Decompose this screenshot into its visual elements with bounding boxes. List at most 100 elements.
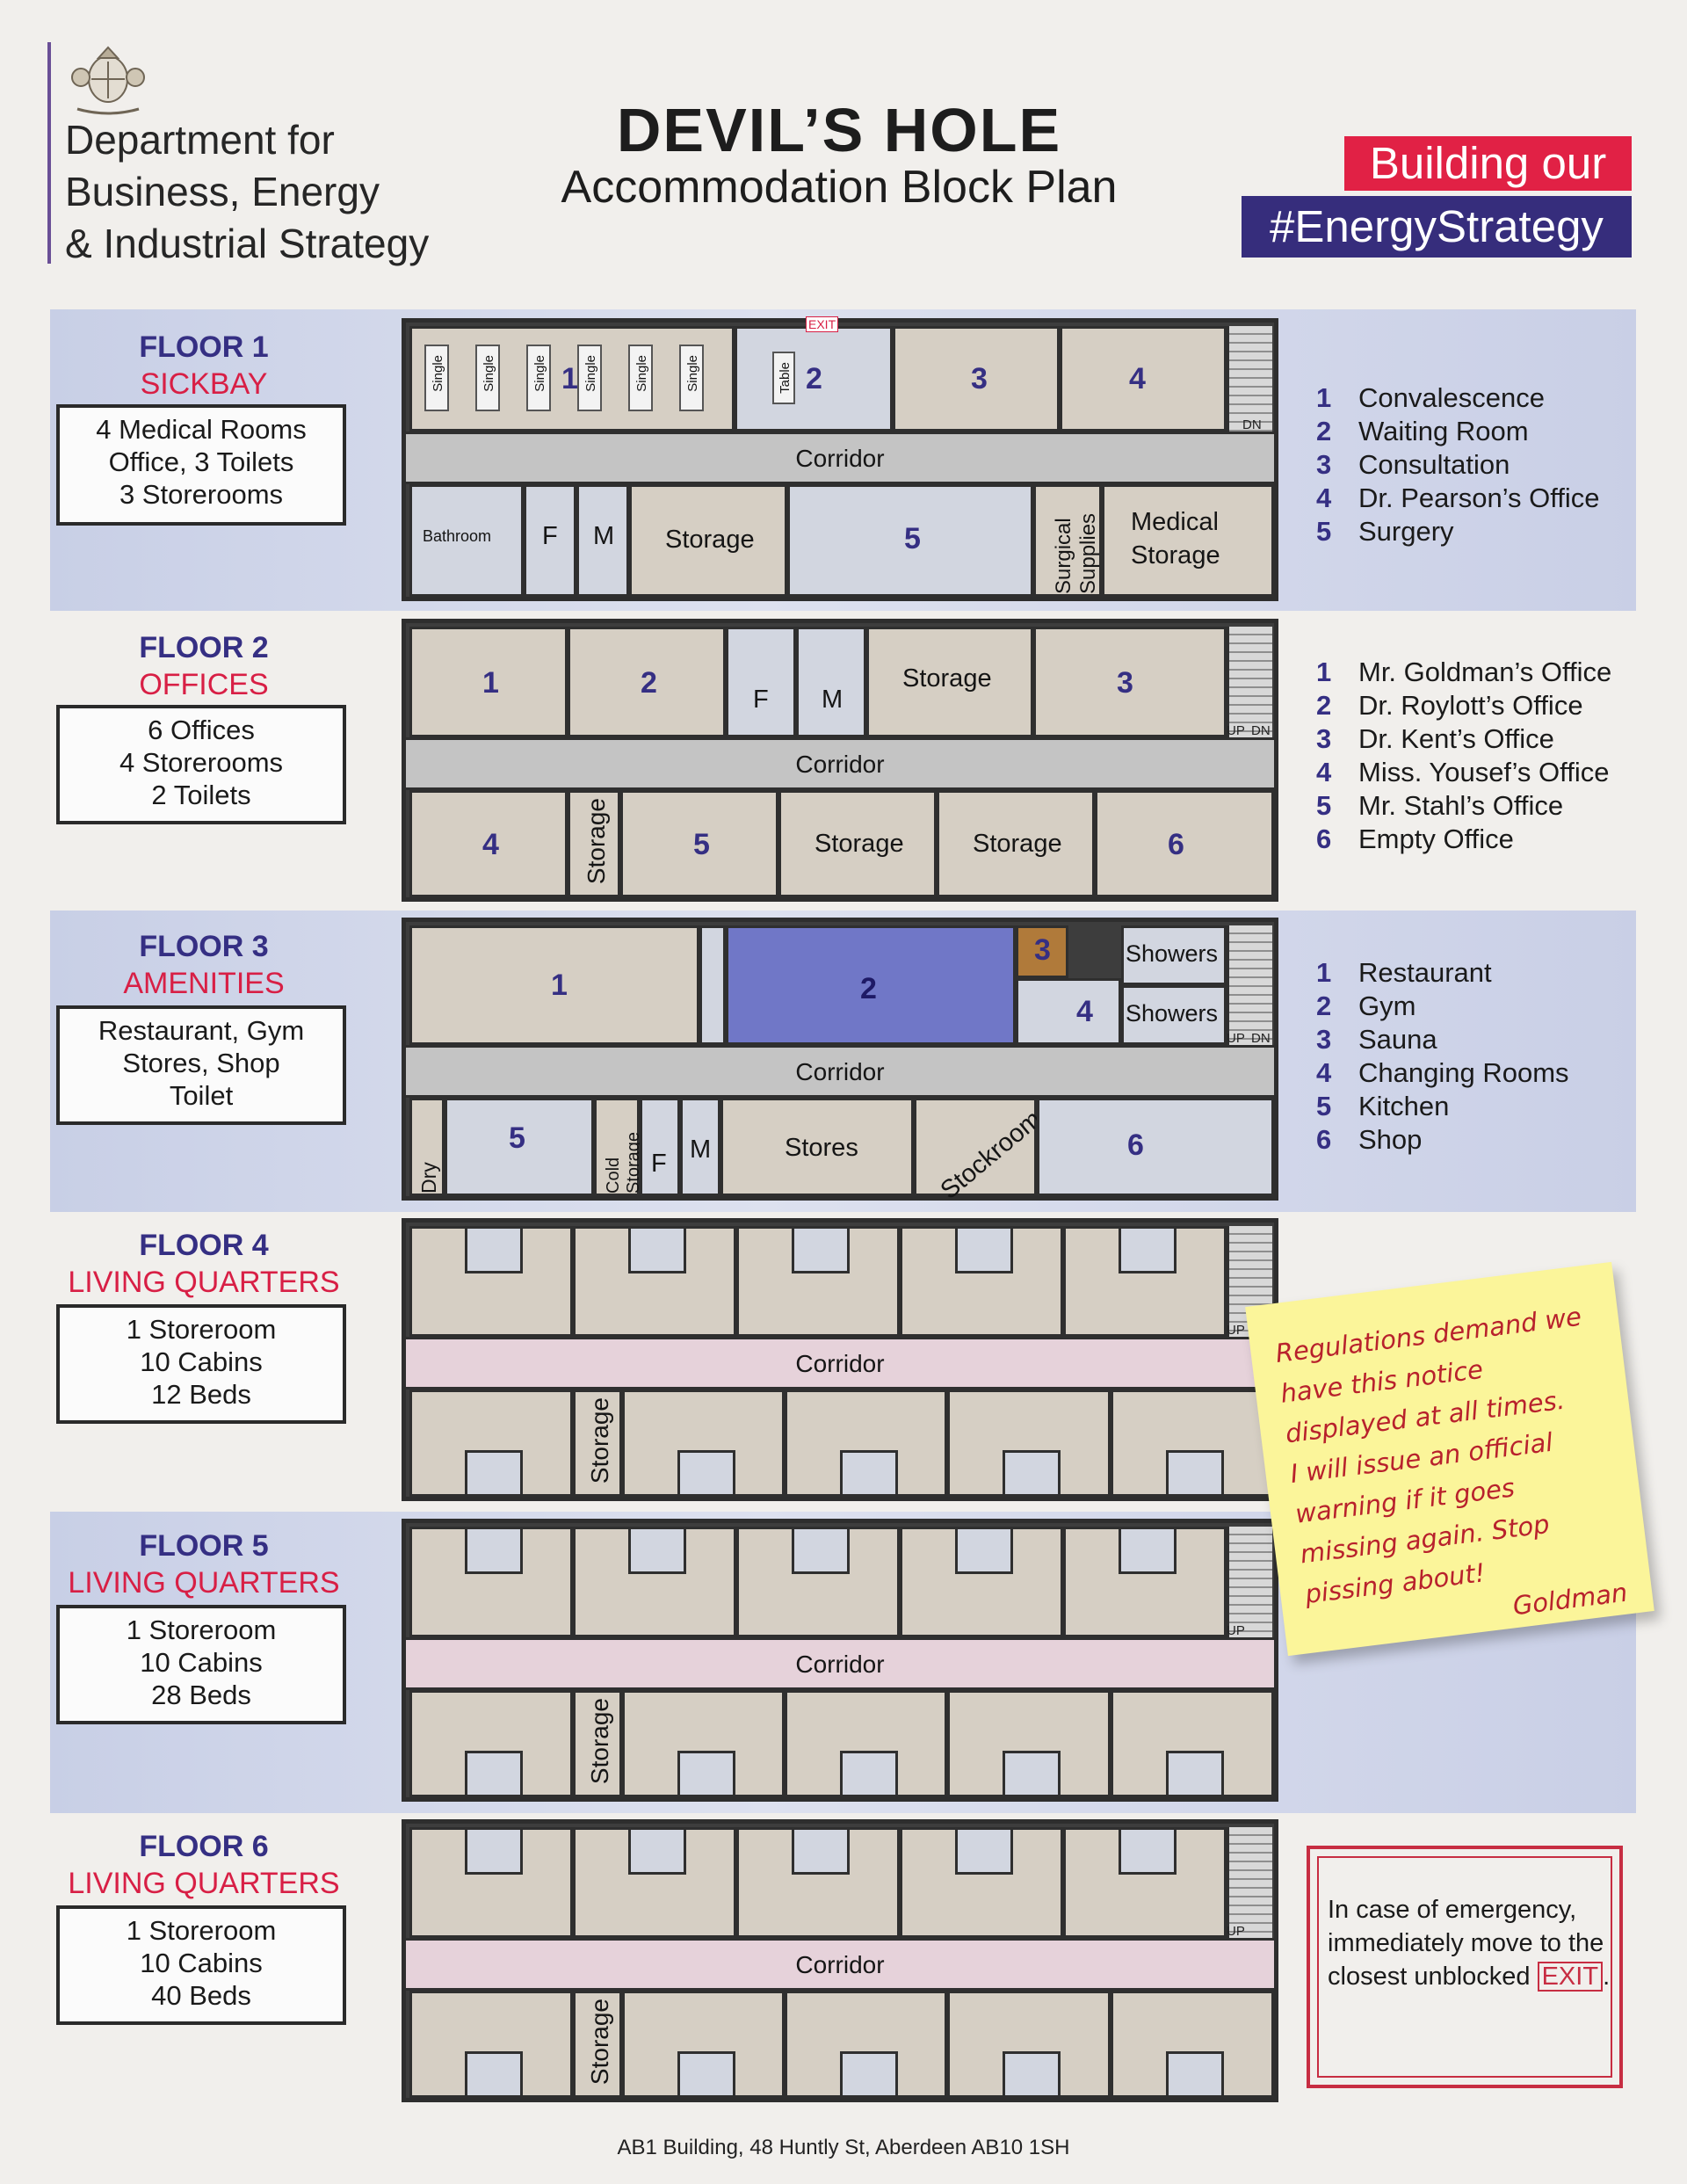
legend-label: Waiting Room bbox=[1358, 416, 1529, 446]
room-bathroom: Bathroom bbox=[409, 484, 524, 597]
legend-label: Mr. Goldman’s Office bbox=[1358, 657, 1612, 687]
legend-label: Mr. Stahl’s Office bbox=[1358, 790, 1564, 821]
room-label: Medical bbox=[1131, 508, 1219, 536]
toilet-female: F bbox=[640, 1098, 680, 1196]
summary-line: 3 Storerooms bbox=[119, 479, 284, 510]
summary-line: 1 Storeroom bbox=[126, 1314, 277, 1345]
room-gym: 2 bbox=[726, 925, 1016, 1045]
royal-crest-icon bbox=[71, 46, 145, 115]
floor-1-name: SICKBAY bbox=[140, 367, 268, 401]
emergency-notice-inner-border bbox=[1317, 1856, 1612, 2078]
legend-number: 6 bbox=[1316, 824, 1332, 854]
summary-line: 1 Storeroom bbox=[126, 1915, 277, 1946]
room-label: F bbox=[753, 686, 769, 714]
stores-room: Stores bbox=[720, 1098, 914, 1196]
room-number: 2 bbox=[860, 972, 877, 1005]
cabin bbox=[947, 1389, 1111, 1497]
summary-line: 12 Beds bbox=[151, 1379, 251, 1410]
stairs-down-label: DN bbox=[1251, 723, 1271, 738]
building-address: AB1 Building, 48 Huntly St, Aberdeen AB1… bbox=[617, 2136, 1070, 2159]
summary-line: Restaurant, Gym bbox=[98, 1015, 305, 1046]
toilet-male: M bbox=[576, 484, 629, 597]
room-label: Storage bbox=[902, 664, 992, 693]
cabin bbox=[1111, 1690, 1274, 1797]
legend-number: 1 bbox=[1316, 657, 1332, 687]
legend-label: Convalescence bbox=[1358, 382, 1545, 413]
room-number: 2 bbox=[641, 666, 657, 700]
stairs[interactable] bbox=[1227, 1527, 1272, 1637]
bed-label: Single bbox=[685, 355, 700, 392]
dry-goods-store: Dry Goods bbox=[409, 1098, 464, 1196]
cabin-bathroom bbox=[1119, 1226, 1177, 1273]
summary-line: Office, 3 Toilets bbox=[108, 446, 294, 477]
legend-label: Dr. Pearson’s Office bbox=[1358, 483, 1600, 513]
room-label: M bbox=[690, 1136, 712, 1164]
cabin bbox=[409, 1226, 573, 1337]
room-label: Storage bbox=[586, 1999, 613, 2086]
legend-number: 1 bbox=[1316, 957, 1332, 988]
legend-label: Consultation bbox=[1358, 449, 1510, 480]
legend-number: 6 bbox=[1316, 1124, 1332, 1155]
stairs[interactable] bbox=[1227, 627, 1272, 737]
stairs[interactable] bbox=[1227, 326, 1272, 432]
legend-label: Dr. Roylott’s Office bbox=[1358, 690, 1583, 721]
cabin-bathroom bbox=[465, 1226, 523, 1273]
cabin bbox=[409, 1827, 573, 1938]
vending-area bbox=[699, 925, 726, 1045]
stairs[interactable] bbox=[1227, 1827, 1272, 1938]
cabin bbox=[1111, 1991, 1274, 2098]
room-label: Storage bbox=[586, 1397, 613, 1484]
stairs-up-label: UP bbox=[1227, 1031, 1245, 1046]
room-label: M bbox=[822, 686, 844, 714]
room-number: 4 bbox=[1076, 995, 1093, 1028]
summary-line: 6 Offices bbox=[148, 715, 255, 745]
room-label: Surgical Supplies bbox=[1052, 512, 1100, 594]
legend-number: 5 bbox=[1316, 516, 1332, 547]
cabin-bathroom bbox=[628, 1226, 686, 1273]
cabin bbox=[947, 1690, 1111, 1797]
cabin-bathroom bbox=[677, 1751, 735, 1797]
room-shop: 6 bbox=[1037, 1098, 1274, 1196]
corridor: Corridor bbox=[406, 737, 1274, 790]
cabin bbox=[785, 1389, 947, 1497]
storage-room: Storage bbox=[573, 1991, 622, 2098]
cabin-bathroom bbox=[677, 2051, 735, 2098]
cabin bbox=[900, 1226, 1063, 1337]
cabin bbox=[736, 1827, 900, 1938]
strategy-banner-top: Building our bbox=[1344, 136, 1632, 191]
floor-2-name: OFFICES bbox=[139, 668, 269, 701]
legend-number: 3 bbox=[1316, 449, 1332, 480]
room-restaurant: 1 bbox=[409, 925, 699, 1045]
cabin-bathroom bbox=[955, 1827, 1013, 1875]
floor-3-summary: Restaurant, Gym Stores, Shop Toilet bbox=[56, 1005, 346, 1125]
bed-label: Single bbox=[583, 355, 598, 392]
room-kitchen: 5 bbox=[445, 1098, 594, 1196]
room-sauna: 3 bbox=[1016, 925, 1068, 978]
office-roylott: 2 bbox=[568, 627, 726, 737]
department-line: Department for bbox=[65, 117, 335, 163]
stairs-up-label: UP bbox=[1227, 723, 1245, 738]
legend-label: Empty Office bbox=[1358, 824, 1514, 854]
room-number: 5 bbox=[904, 522, 921, 555]
stairs[interactable] bbox=[1227, 925, 1272, 1045]
room-number: 3 bbox=[1034, 933, 1051, 967]
floor-2-number: FLOOR 2 bbox=[139, 631, 269, 664]
room-number: 6 bbox=[1127, 1128, 1144, 1162]
cabin-bathroom bbox=[955, 1527, 1013, 1574]
corridor-label: Corridor bbox=[795, 751, 885, 778]
summary-line: 4 Storerooms bbox=[119, 747, 284, 778]
office-empty: 6 bbox=[1095, 790, 1274, 897]
table-label: Table bbox=[778, 362, 793, 394]
office-stahl: 5 bbox=[620, 790, 778, 897]
cabin bbox=[573, 1827, 736, 1938]
emergency-text: In case of emergency, immediately move t… bbox=[1328, 1893, 1611, 1993]
medical-storage-room: Medical Storage bbox=[1102, 484, 1274, 597]
legend-label: Surgery bbox=[1358, 516, 1454, 547]
room-label: Bathroom bbox=[423, 527, 492, 545]
room-number: 4 bbox=[482, 828, 499, 861]
toilet-female: F bbox=[524, 484, 576, 597]
